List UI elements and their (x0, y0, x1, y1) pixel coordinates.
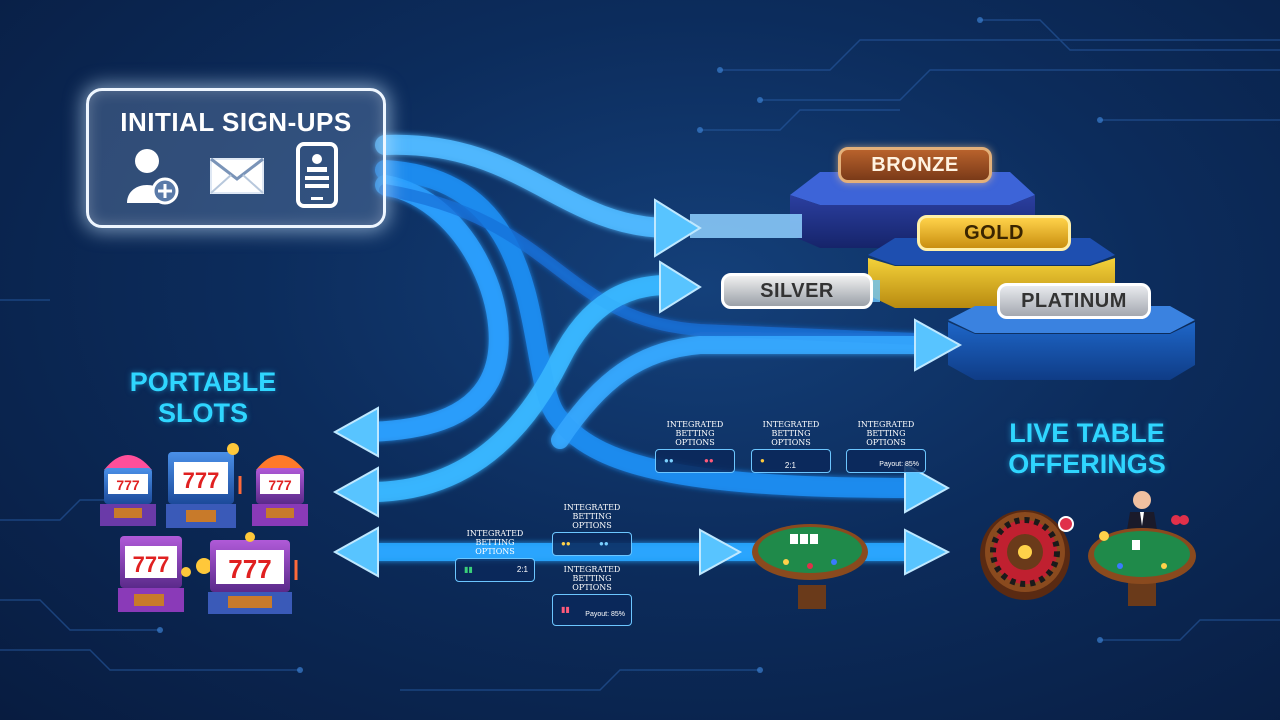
bet-payout-value: Payout: 85% (879, 461, 919, 468)
chip-icon: ●● (664, 456, 674, 465)
slots-title-line2: SLOTS (157, 398, 248, 428)
tier-silver-label: SILVER (721, 273, 873, 309)
arrowhead-slots-mid (332, 466, 379, 518)
bet-card-title-line1: INTEGRATED (857, 420, 915, 429)
betting-options-card-5: INTEGRATED BETTING OPTIONS ●● ●● (552, 503, 632, 556)
bet-card-title-line2: BETTING OPTIONS (475, 538, 515, 556)
svg-text:777: 777 (116, 477, 140, 493)
chip-icon: ▮▮ (464, 565, 473, 574)
add-user-icon (127, 149, 179, 205)
arrowhead-live-lower (904, 528, 951, 576)
bet-card-title-line2: BETTING OPTIONS (866, 429, 906, 447)
slot-machine-icon-1: 777 (100, 455, 156, 526)
bronze-connector (690, 214, 802, 238)
bet-card-body: ●● ●● (552, 532, 632, 556)
betting-options-card-3: INTEGRATED BETTING OPTIONS Payout: 85% (846, 420, 926, 473)
svg-text:777: 777 (228, 554, 271, 584)
slot-machine-icon-5: 777 (196, 532, 298, 614)
bet-card-title-line2: BETTING OPTIONS (771, 429, 811, 447)
bet-card-title-line1: INTEGRATED (762, 420, 820, 429)
arrowhead-live-upper (904, 462, 951, 514)
blackjack-table-icon (752, 524, 868, 609)
betting-options-card-4: INTEGRATED BETTING OPTIONS ▮▮ 2:1 (455, 529, 535, 582)
arrowhead-platinum (914, 318, 963, 372)
portable-slots-title: PORTABLE SLOTS (108, 367, 298, 429)
svg-text:777: 777 (133, 552, 170, 577)
live-table-title: LIVE TABLE OFFERINGS (982, 418, 1192, 480)
arrowhead-slots-lower (332, 526, 379, 578)
live-title-line1: LIVE TABLE (1009, 418, 1165, 448)
bet-card-title-line1: INTEGRATED (563, 503, 621, 512)
bet-card-title-line2: BETTING OPTIONS (675, 429, 715, 447)
chip-icon: ●● (561, 539, 571, 548)
tier-platinum-label: PLATINUM (997, 283, 1151, 319)
signups-title: INITIAL SIGN-UPS (120, 107, 352, 137)
mobile-phone-icon (296, 142, 338, 208)
arrowhead-slots-upper (332, 406, 379, 458)
tier-gold-label: GOLD (917, 215, 1071, 251)
chip-icon: ●● (599, 539, 609, 548)
bet-odds-value: 2:1 (784, 461, 796, 470)
tier-bronze-label: BRONZE (838, 147, 992, 183)
slot-machine-icon-3: 777 (252, 455, 308, 526)
roulette-wheel-icon (980, 510, 1074, 600)
bet-odds-value: 2:1 (516, 565, 528, 574)
bet-payout-value: Payout: 85% (585, 611, 625, 618)
bet-card-body: ▮▮ Payout: 85% (552, 594, 632, 626)
betting-options-card-6: INTEGRATED BETTING OPTIONS ▮▮ Payout: 85… (552, 565, 632, 626)
chip-icon: ▮▮ (561, 605, 570, 614)
initial-signups-panel: INITIAL SIGN-UPS (86, 88, 386, 228)
bet-card-body: ● 2:1 (751, 449, 831, 473)
bet-card-body: ●● ●● (655, 449, 735, 473)
mail-icon (210, 157, 264, 194)
slots-title-line1: PORTABLE (129, 367, 277, 397)
dealer-table-icon (1088, 491, 1196, 606)
live-title-line2: OFFERINGS (1008, 449, 1166, 479)
arrowhead-bronze (654, 198, 702, 258)
svg-text:777: 777 (183, 468, 220, 493)
betting-options-card-2: INTEGRATED BETTING OPTIONS ● 2:1 (751, 420, 831, 473)
arrowhead-mid-table (699, 528, 743, 576)
bet-card-title-line2: BETTING OPTIONS (572, 512, 612, 530)
bet-card-title-line1: INTEGRATED (563, 565, 621, 574)
bet-card-body: ▮▮ 2:1 (455, 558, 535, 582)
bet-card-body: Payout: 85% (846, 449, 926, 473)
bet-card-title-line1: INTEGRATED (466, 529, 524, 538)
chip-icon: ●● (704, 456, 714, 465)
arrowhead-silver (659, 260, 702, 314)
slot-machine-icon-4: 777 (118, 536, 191, 612)
chip-icon: ● (760, 456, 765, 465)
bet-card-title-line1: INTEGRATED (666, 420, 724, 429)
bet-card-title-line2: BETTING OPTIONS (572, 574, 612, 592)
svg-text:777: 777 (268, 477, 292, 493)
slot-machine-icon-2: 777 (166, 443, 242, 528)
betting-options-card-1: INTEGRATED BETTING OPTIONS ●● ●● (655, 420, 735, 473)
